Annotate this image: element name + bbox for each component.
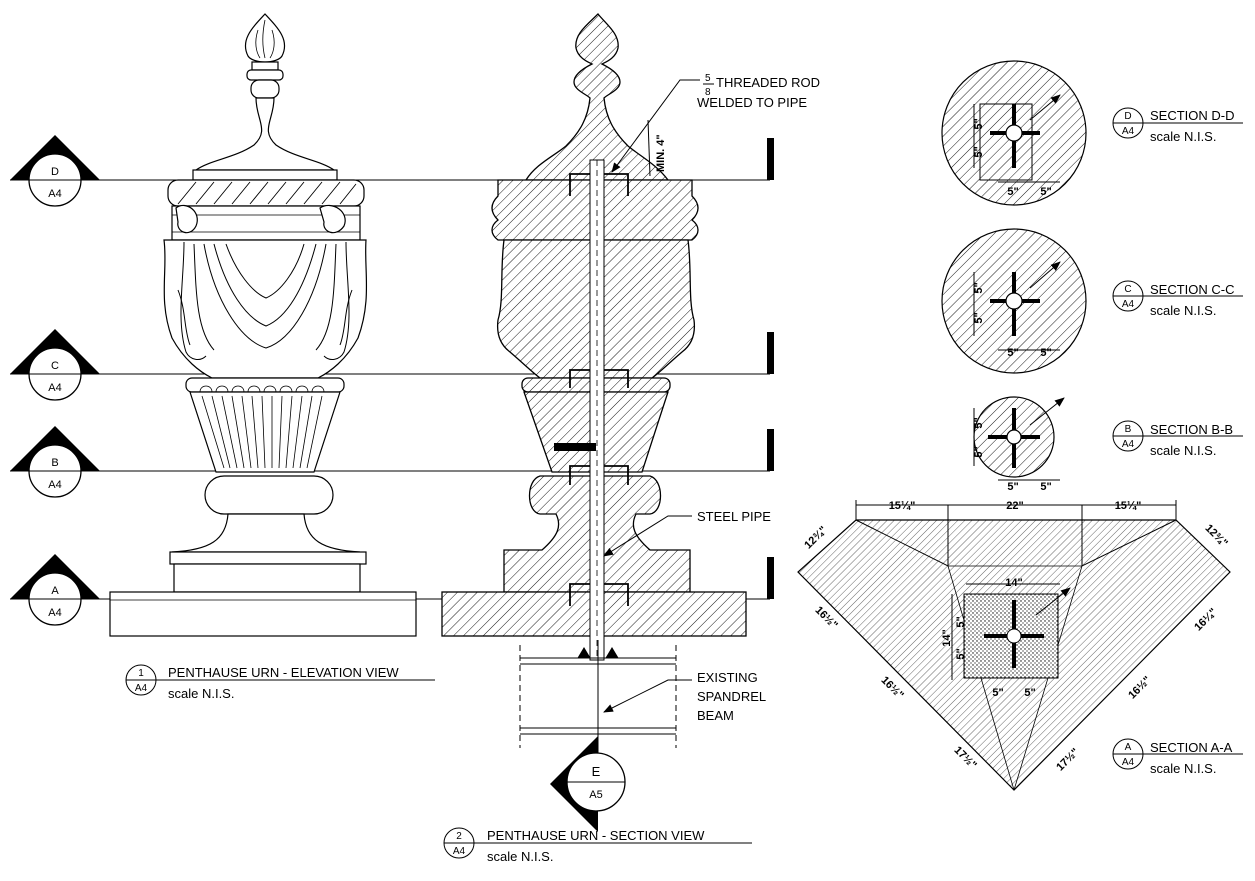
steel-pipe [554,159,605,661]
view-sheet: A4 [135,683,148,694]
callout-threaded-rod: 5 8 THREADED ROD WELDED TO PIPE [611,73,820,173]
section-scale: scale N.I.S. [1150,303,1216,318]
section-sheet: A4 [1122,299,1135,310]
rod-label-1: THREADED ROD [716,75,820,90]
marker-letter: C [51,360,59,372]
dim-five: 5" [973,446,985,457]
section-d-title: D A4 SECTION D-D scale N.I.S. [1112,107,1243,144]
section-view-title: 2 A4 PENTHAUSE URN - SECTION VIEW scale … [443,827,752,864]
section-c-detail: 5" 5" 5" 5" [941,228,1087,374]
section-letter: A [1125,742,1132,753]
marker-letter: B [51,457,58,469]
spandrel-beam [519,640,677,760]
section-title: SECTION C-C [1150,282,1235,297]
view-title: PENTHAUSE URN - SECTION VIEW [487,828,705,843]
beam-label-1: EXISTING [697,670,758,685]
dim-top-right: 15¼" [1115,500,1142,512]
dim-five: 5" [1040,186,1051,198]
section-sheet: A4 [1122,126,1135,137]
threaded-rod-anchors [569,173,629,606]
callout-steel-pipe: STEEL PIPE [603,509,771,557]
marker-sheet: A4 [48,382,61,394]
section-title: SECTION A-A [1150,740,1233,755]
section-title: SECTION D-D [1150,108,1235,123]
dim-five: 5" [1040,481,1051,493]
view-sheet: A4 [453,846,466,857]
beam-label-3: BEAM [697,708,734,723]
marker-letter: A [51,585,59,597]
marker-sheet: A5 [589,789,602,801]
marker-letter: D [51,166,59,178]
dim-five: 5" [992,687,1003,699]
section-c-title: C A4 SECTION C-C scale N.I.S. [1112,280,1243,318]
dim-left-2: 16½" [878,674,905,701]
dim-fourteen-w: 14" [1005,577,1022,589]
view-number: 2 [456,831,462,842]
dim-five: 5" [973,118,985,129]
dim-right-1: 16¼" [1192,606,1219,633]
section-title: SECTION B-B [1150,422,1233,437]
section-a-detail: 15¼" 22" 15¼" 12¾" 12¾" 16½" 16½" 17½" 1… [797,500,1231,791]
section-sheet: A4 [1122,757,1135,768]
marker-sheet: A4 [48,188,61,200]
view-number: 1 [138,668,144,679]
elevation-view-title: 1 A4 PENTHAUSE URN - ELEVATION VIEW scal… [125,664,435,701]
section-letter: B [1125,424,1132,435]
dim-five: 5" [1007,481,1018,493]
section-marker-a[interactable]: A A4 [10,554,100,626]
view-title: PENTHAUSE URN - ELEVATION VIEW [168,665,399,680]
rod-label-2: WELDED TO PIPE [697,95,807,110]
marker-sheet: A4 [48,479,61,491]
section-b-detail: 5" 5" 5" 5" [973,396,1065,493]
dim-fourteen-h: 14" [941,629,953,646]
dim-five: 5" [1024,687,1035,699]
section-marker-c[interactable]: C A4 [10,329,100,401]
dim-top-mid: 22" [1006,500,1023,512]
rod-numerator: 5 [705,73,711,84]
beam-label-2: SPANDREL [697,689,766,704]
section-marker-d[interactable]: D A4 [10,135,100,207]
section-sheet: A4 [1122,439,1135,450]
view-scale: scale N.I.S. [487,849,553,864]
elevation-urn [109,13,417,637]
dim-top-left: 15¼" [889,500,916,512]
callout-min: MIN. 4" [647,119,667,177]
dim-five: 5" [973,417,985,428]
section-marker-e[interactable]: E A5 [550,736,626,832]
dim-five: 5" [955,616,967,627]
section-marker-b[interactable]: B A4 [10,426,100,498]
level-end-bars [767,138,774,599]
section-letter: C [1124,284,1131,295]
section-d-detail: 5" 5" 5" 5" [941,60,1087,206]
view-scale: scale N.I.S. [168,686,234,701]
section-letter: D [1124,111,1131,122]
marker-sheet: A4 [48,607,61,619]
dim-five: 5" [973,146,985,157]
dim-five: 5" [973,282,985,293]
section-scale: scale N.I.S. [1150,761,1216,776]
dim-five: 5" [1040,347,1051,359]
section-b-title: B A4 SECTION B-B scale N.I.S. [1112,420,1243,458]
section-scale: scale N.I.S. [1150,443,1216,458]
min-label: MIN. 4" [655,134,667,172]
rod-denominator: 8 [705,87,711,98]
callout-beam: EXISTING SPANDREL BEAM [603,670,766,723]
dim-five: 5" [973,312,985,323]
dim-five: 5" [1007,186,1018,198]
section-a-title: A A4 SECTION A-A scale N.I.S. [1112,738,1243,776]
dim-right-3: 17½" [1054,746,1081,773]
section-scale: scale N.I.S. [1150,129,1216,144]
pipe-label: STEEL PIPE [697,509,771,524]
dim-side-right: 12¾" [1202,522,1229,549]
dim-right-2: 16½" [1126,674,1153,701]
dim-five: 5" [1007,347,1018,359]
dim-five: 5" [955,648,967,659]
marker-letter: E [592,764,601,779]
